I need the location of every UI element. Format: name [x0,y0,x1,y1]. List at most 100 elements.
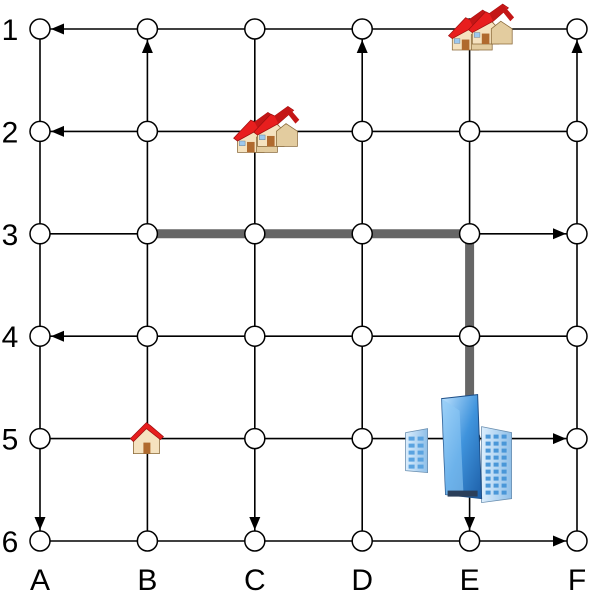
house-door [461,39,470,50]
left-tower-window [408,457,415,462]
house-window [259,134,266,140]
office-building-icon [405,394,513,504]
right-tower-window [485,434,491,439]
node-a3 [29,223,51,245]
left-tower-window [408,450,415,455]
right-tower-window [501,434,507,439]
left-tower-window [417,443,424,448]
right-tower-window [501,441,507,446]
arrow-e5-to-e6 [464,517,476,530]
row-label-3: 3 [2,219,19,252]
node-d5 [351,427,373,450]
house-door [481,33,490,44]
arrow-a5-to-a6 [34,517,46,530]
column-label-d: D [351,564,373,592]
house-window [473,32,481,38]
arrow-e6-to-f6 [553,535,566,547]
tower-base [447,490,478,497]
node-c3 [244,223,266,245]
arrow-b1-to-a1 [51,23,64,35]
row-label-5: 5 [2,424,19,457]
right-tower-window [485,441,491,446]
column-label-b: B [137,564,157,592]
arrow-b2-to-a2 [51,125,64,137]
node-d2 [351,120,373,143]
column-label-a: A [30,564,50,592]
house-window [453,38,461,44]
column-label-c: C [244,564,266,592]
highlighted-route [147,229,475,439]
node-c4 [244,325,266,347]
row-label-6: 6 [2,526,19,559]
right-tower-window [493,434,499,439]
arrow-b2-to-b1 [141,40,153,53]
left-tower-window [408,436,415,441]
left-tower-window [417,436,424,441]
right-tower-window [493,455,499,460]
node-a6 [29,530,51,552]
node-b2 [136,120,159,143]
left-tower-window [417,464,424,469]
house-icon [129,422,164,455]
arrow-d2-to-d1 [356,40,368,53]
node-d4 [351,325,373,347]
house-icon [253,106,300,147]
house-roof [129,422,164,443]
arrow-e3-to-f3 [553,228,566,240]
node-a5 [29,427,51,450]
arrow-e5-to-f5 [553,433,566,445]
node-e6 [458,530,481,552]
right-tower-window [501,483,507,488]
node-d3 [351,223,373,245]
right-tower-window [493,483,499,488]
house-side-wall [276,123,298,147]
arrow-b4-to-a4 [51,330,64,342]
house-door [143,442,151,454]
node-b4 [136,325,159,347]
arrow-c5-to-c6 [249,517,261,530]
right-tower-window [485,476,491,481]
right-tower-window [501,476,507,481]
node-e2 [458,120,481,143]
row-label-2: 2 [2,116,19,149]
column-label-e: E [460,564,480,592]
left-tower-window [417,457,424,462]
node-d6 [351,530,373,552]
node-f2 [566,120,588,143]
right-tower-window [493,490,499,495]
right-tower-window [493,462,499,467]
node-a2 [29,120,51,143]
column-label-f: F [568,564,586,592]
right-tower-window [501,462,507,467]
right-tower-window [493,469,499,474]
left-tower-window [408,443,415,448]
right-tower-window [501,469,507,474]
row-label-1: 1 [2,14,19,47]
node-f1 [566,18,588,40]
right-tower-window [501,490,507,495]
right-tower-window [493,448,499,453]
row-label-4: 4 [2,321,19,354]
node-b1 [136,18,159,40]
node-a4 [29,325,51,347]
right-tower-window [485,462,491,467]
arrow-f2-to-f1 [571,40,583,53]
node-e4 [458,325,481,347]
right-tower-window [493,476,499,481]
left-tower-window [408,464,415,469]
house-icon [467,3,515,45]
right-tower-window [485,455,491,460]
node-b3 [136,223,159,245]
house-pair-icon [233,106,300,153]
right-tower-window [485,483,491,488]
house-roof-side [274,106,300,124]
house-roof-side [489,4,515,22]
house-side-wall [490,20,513,45]
node-c1 [244,18,266,40]
right-tower-window [485,490,491,495]
node-f3 [566,223,588,245]
node-a1 [29,18,51,40]
right-tower-window [501,455,507,460]
right-tower-window [501,448,507,453]
node-e3 [458,223,481,245]
